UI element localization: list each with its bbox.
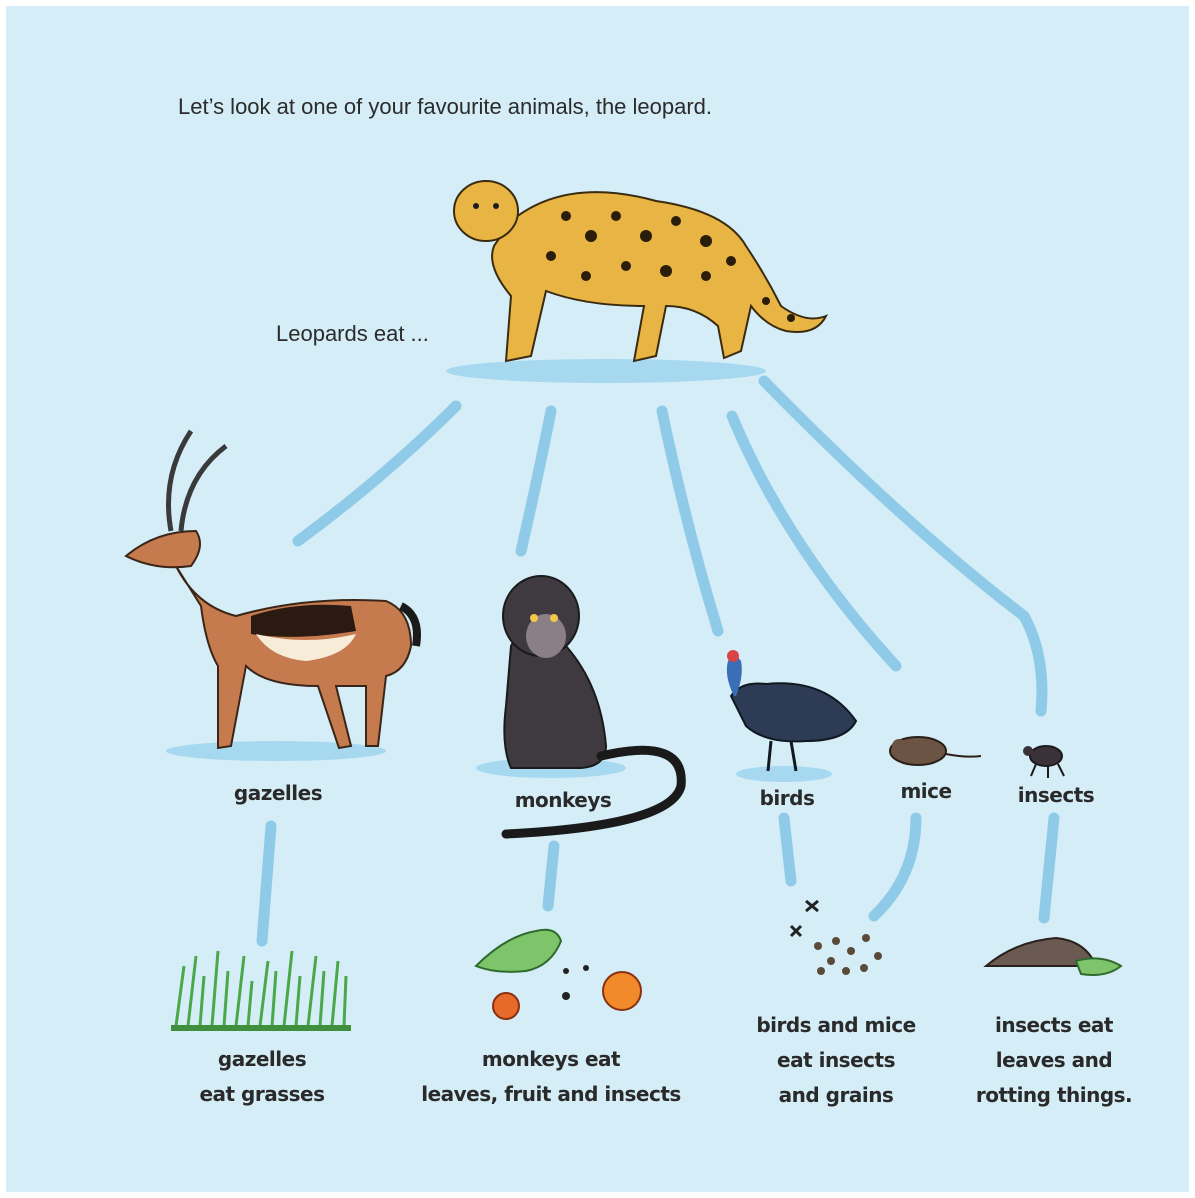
connector-mice-food	[874, 818, 916, 916]
connector-gazelles-grass	[262, 826, 271, 941]
caption-monkeys: monkeys eat leaves, fruit and insects	[421, 1042, 681, 1112]
label-insects: insects	[1018, 783, 1094, 807]
label-birds: birds	[760, 786, 815, 810]
connector-birds-food	[784, 818, 791, 881]
rotting-things-icon	[986, 938, 1121, 975]
connector-monkeys-food	[548, 846, 554, 906]
connector-birds	[662, 411, 718, 631]
leopard-icon	[446, 181, 826, 383]
connector-gazelles	[298, 406, 456, 541]
caption-birds-mice: birds and mice eat insects and grains	[756, 1008, 915, 1113]
label-monkeys: monkeys	[515, 788, 612, 812]
grains-insects-icon	[791, 901, 882, 975]
label-mice: mice	[900, 779, 951, 803]
insect-icon	[1023, 746, 1064, 778]
connector-mice	[732, 416, 896, 666]
leaf-fruit-insects-icon	[476, 930, 641, 1019]
food-web-diagram: Let’s look at one of your favourite anim…	[6, 6, 1189, 1192]
caption-insects: insects eat leaves and rotting things.	[976, 1008, 1132, 1113]
connector-monkeys	[521, 411, 551, 551]
connector-insects-food	[1044, 818, 1054, 918]
grass-icon	[171, 951, 351, 1028]
mouse-icon	[890, 737, 981, 765]
label-gazelles: gazelles	[234, 781, 322, 805]
caption-gazelles: gazelles eat grasses	[199, 1042, 324, 1112]
bird-icon	[727, 650, 856, 782]
